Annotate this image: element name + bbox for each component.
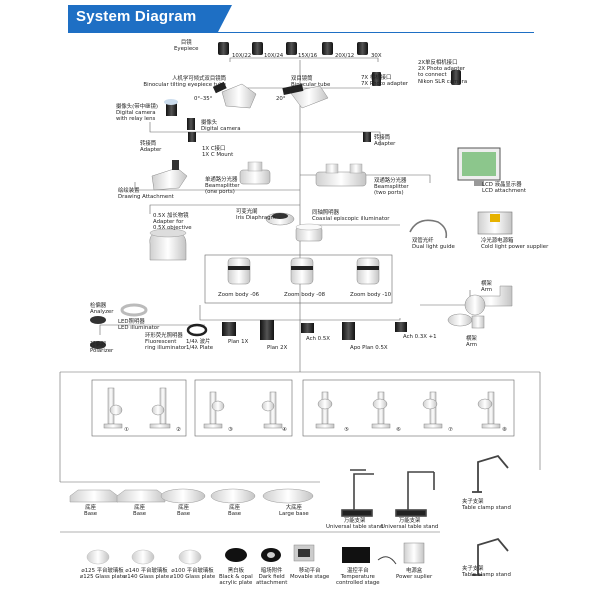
eyepiece-mag-4: 20X/12 (335, 53, 354, 59)
glass-140-label: ⌀140 平台玻璃板⌀140 Glass plate (124, 568, 169, 580)
stand-5-label: ⑤ (344, 427, 349, 433)
tilt-angle-label: 0°–35° (194, 96, 212, 102)
eyepiece-mag-5: 30X (371, 53, 382, 59)
stand-7-label: ⑦ (448, 427, 453, 433)
apo-05-label: Apo Plan 0.5X (350, 345, 388, 351)
stand-drawings (104, 388, 500, 428)
ach-03-label: Ach 0.3X +1 (403, 334, 437, 340)
clamp-stands (472, 456, 508, 575)
plan-2x-label: Plan 2X (267, 345, 287, 351)
stand-6-label: ⑥ (396, 427, 401, 433)
eyepiece-mag-1: 10X/22 (232, 53, 251, 59)
tube-angle-label: 20° (276, 96, 286, 102)
zoom-body-08-label: Zoom body -08 (284, 292, 325, 298)
stand-2-label: ② (176, 427, 181, 433)
stand-4-label: ④ (282, 427, 287, 433)
universal-stands (342, 470, 434, 516)
glass-125-label: ⌀125 平台玻璃板⌀125 Glass plate (80, 568, 125, 580)
ach-05-label: Ach 0.5X (306, 336, 330, 342)
base-drawings (70, 489, 313, 503)
camera-row (164, 99, 371, 142)
stand-8-label: ⑧ (502, 427, 507, 433)
zoom-bodies (228, 258, 379, 284)
plan-1x-label: Plan 1X (228, 339, 248, 345)
zoom-body-06-label: Zoom body -06 (218, 292, 259, 298)
eyepiece-mag-2: 10X/24 (264, 53, 283, 59)
arm-assembly (448, 286, 512, 328)
bottom-row (87, 543, 424, 564)
stand-3-label: ③ (228, 427, 233, 433)
stand-1-label: ① (124, 427, 129, 433)
zoom-body-10-label: Zoom body -10 (350, 292, 391, 298)
eyepiece-mag-3: 15X/16 (298, 53, 317, 59)
glass-100-label: ⌀100 平台玻璃板⌀100 Glass plate (170, 568, 215, 580)
